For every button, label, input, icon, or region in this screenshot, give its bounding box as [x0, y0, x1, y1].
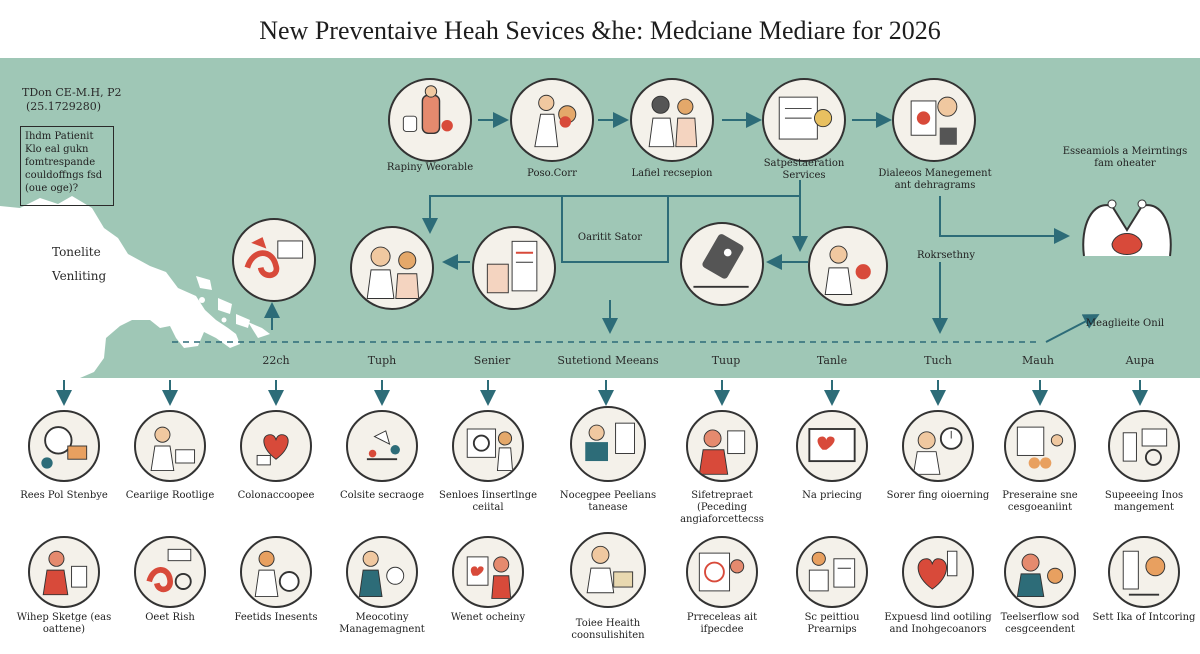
flow-label-1: Rapiny Weorable	[386, 162, 474, 173]
flow-label-2: Poso.Corr	[527, 168, 577, 179]
grid1-label-6: Nocegpee Peelians tanease	[559, 490, 657, 513]
grid1-label-1: Rees Pol Stenbye	[20, 490, 108, 501]
grid2-label-6: Toiee Heaith coonsulishiten	[571, 618, 645, 641]
row-header-9: Aupa	[1125, 354, 1155, 367]
flow-circle-diabetes	[892, 78, 976, 162]
grid1-label-5: Senloes Iinsertlnge ceiital	[438, 490, 538, 513]
flow-label-center: Oaritit Sator	[577, 232, 643, 243]
row-header-7: Tuch	[924, 354, 952, 367]
grid1-label-8: Na priecing	[802, 490, 862, 501]
grid2-icon-10	[1004, 536, 1076, 608]
grid2-icon-6	[570, 532, 646, 608]
row-header-5: Tuup	[711, 354, 741, 367]
grid1-icon-8	[796, 410, 868, 482]
flow-label-5: Dialeeos Manegement ant dehragrams	[878, 168, 992, 191]
row-header-1: 22ch	[262, 354, 290, 367]
grid2-icon-5	[452, 536, 524, 608]
grid2-icon-8	[796, 536, 868, 608]
flow-label-meng: Meaglieite Onil	[1085, 318, 1165, 329]
grid1-icon-11	[1108, 410, 1180, 482]
row-header-3: Senier	[473, 354, 511, 367]
grid2-icon-1	[28, 536, 100, 608]
grid2-icon-11	[1108, 536, 1180, 608]
flow-circle-services	[762, 78, 846, 162]
grid2-label-10: Teelserflow sod cesgceendent	[1000, 612, 1080, 635]
grid1-label-2: Ceariige Rootlige	[125, 490, 215, 501]
grid2-icon-3	[240, 536, 312, 608]
grid1-label-11: Supeeeing Inos mangement	[1104, 490, 1184, 513]
grid2-label-3: Feetids Inesents	[234, 612, 318, 623]
left-date: (25.1729280)	[26, 100, 102, 113]
flow-circle-reception	[630, 78, 714, 162]
grid1-icon-6	[570, 406, 646, 482]
grid1-label-10: Preseraine sne cesgoeaniint	[1002, 490, 1078, 513]
flow-circle-care-team	[350, 226, 434, 310]
grid2-icon-2	[134, 536, 206, 608]
flow-label-3: Lafiel recsepion	[631, 168, 713, 179]
grid1-icon-1	[28, 410, 100, 482]
grid1-label-3: Colonaccoopee	[237, 490, 315, 501]
grid1-icon-3	[240, 410, 312, 482]
left-code: TDon CE-M.H, P2	[22, 86, 122, 99]
flow-label-4: Satpestaeration Services	[763, 158, 845, 181]
grid1-icon-10	[1004, 410, 1076, 482]
organ-icon	[1082, 199, 1172, 257]
grid1-label-9: Sorer fing oioerning	[886, 490, 990, 501]
flow-circle-records	[472, 226, 556, 310]
grid2-label-1: Wihep Sketge (eas oattene)	[16, 612, 112, 635]
grid2-label-11: Sett Ika of Intcoring	[1092, 612, 1196, 623]
grid1-icon-4	[346, 410, 418, 482]
flow-circle-colon	[232, 218, 316, 302]
flow-circle-poso	[510, 78, 594, 162]
grid2-label-4: Meocotiny Managemagnent	[339, 612, 425, 635]
grid1-icon-9	[902, 410, 974, 482]
map-silhouette	[0, 196, 270, 378]
grid2-icon-4	[346, 536, 418, 608]
grid2-label-5: Wenet ocheiny	[450, 612, 526, 623]
flow-label-right: Esseamiols a Meirntings fam oheater	[1062, 146, 1188, 169]
grid1-label-4: Colsite secraoge	[339, 490, 425, 501]
grid1-icon-2	[134, 410, 206, 482]
row-header-4: Sutetiond Meeans	[557, 354, 659, 367]
grid2-label-8: Sc peittiou Prearnips	[804, 612, 860, 635]
grid2-label-9: Expuesd lind ootiling and Inohgecoanors	[884, 612, 992, 635]
row-header-6: Tanle	[816, 354, 848, 367]
flow-circle-device	[680, 222, 764, 306]
grid2-icon-7	[686, 536, 758, 608]
grid2-icon-9	[902, 536, 974, 608]
row-header-2: Tuph	[367, 354, 397, 367]
left-region: Tonelite Venliting	[52, 245, 107, 283]
flow-circle-checkup	[808, 226, 888, 306]
flow-circle-wearable	[388, 78, 472, 162]
grid1-icon-5	[452, 410, 524, 482]
left-note: Ihdm Patienit Klo eal gukn fomtrespande …	[20, 126, 114, 206]
grid2-label-2: Oeet Rish	[145, 612, 195, 623]
page-title: New Preventaive Heah Sevices &he: Medcia…	[259, 16, 941, 45]
grid1-icon-7	[686, 410, 758, 482]
flow-label-rokr: Rokrsethny	[917, 250, 975, 261]
grid2-label-7: Prreceleas ait ifpecdee	[686, 612, 758, 635]
row-header-8: Mauh	[1022, 354, 1054, 367]
grid1-label-7: Sifetrepraet (Peceding angiaforcettecss	[680, 490, 764, 525]
